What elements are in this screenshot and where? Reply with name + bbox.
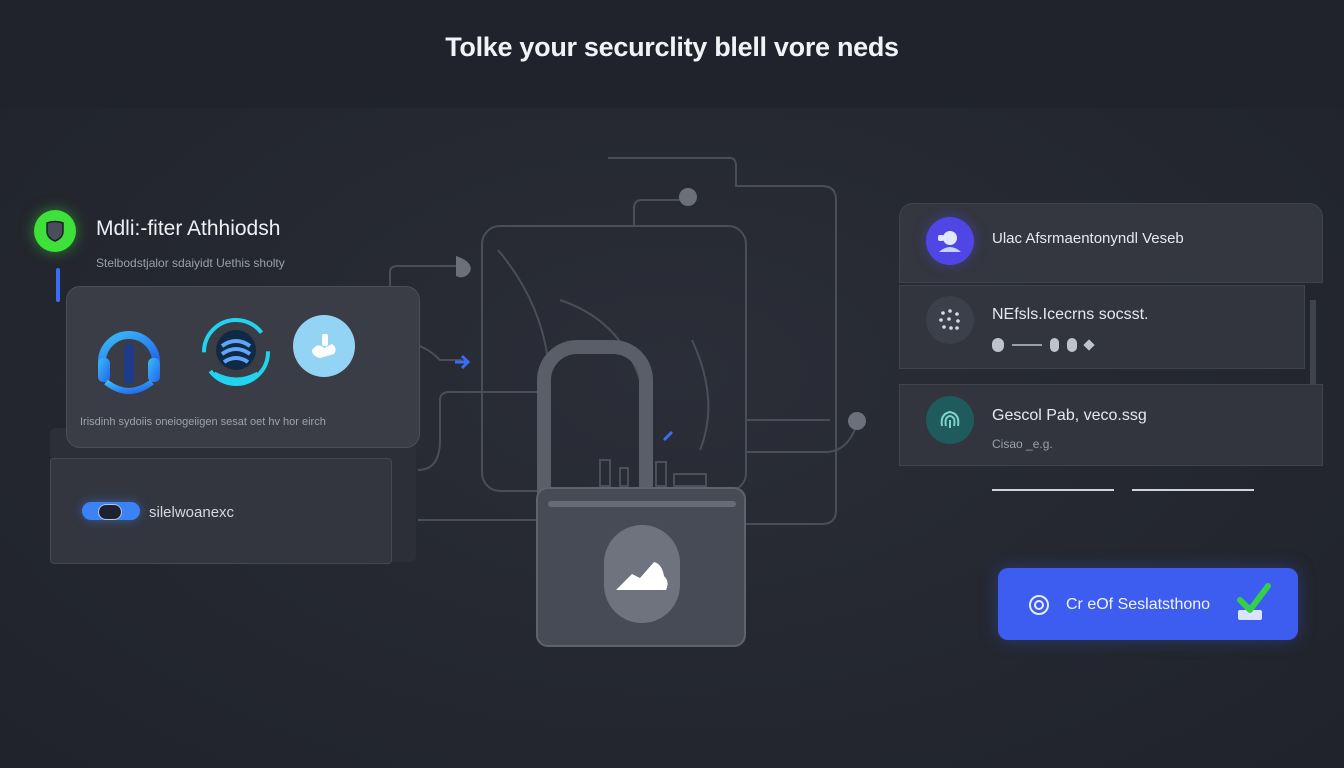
page-title: Tolke your securclity blell vore neds [445, 32, 899, 62]
shield-logo-icon [34, 210, 76, 252]
checkmark-icon [1236, 582, 1272, 627]
divider-right [1132, 489, 1254, 491]
padlock-shackle [537, 340, 653, 520]
fingerprint-icon [926, 396, 974, 444]
target-icon [1028, 594, 1050, 621]
confirm-button-label: Cr eOf Seslatsthono [1066, 596, 1211, 613]
feature-label: NEfsls.Icecrns socsst. [992, 306, 1149, 323]
feature-row-fingerprint[interactable]: Gescol Pab, veco.ssg Cisao _e.g. [899, 384, 1323, 466]
dot-pattern-icon [926, 296, 974, 344]
headset-icon[interactable] [92, 322, 166, 396]
divider-left [992, 489, 1114, 491]
methods-caption: Irisdinh sydoiis oneiogeiigen sesat oet … [80, 416, 326, 428]
toggle-label: silelwoanexc [149, 504, 235, 521]
feature-sublabel: Cisao _e.g. [992, 437, 1053, 451]
progress-indicator [992, 338, 1095, 352]
cloud-badge-icon [604, 525, 680, 623]
mfa-subtitle: Stelbodstjalor sdaiyidt Uethis sholty [96, 256, 285, 270]
feature-row-pattern[interactable]: NEfsls.Icecrns socsst. [899, 285, 1305, 369]
confirm-button[interactable]: Cr eOf Seslatsthono [998, 568, 1298, 640]
feature-row-face[interactable]: Ulac Afsrmaentonyndl Veseb [899, 203, 1323, 283]
biometric-toggle[interactable] [82, 502, 140, 520]
mfa-title: Mdli:-fiter Athhiodsh [96, 217, 281, 240]
padlock-icon [536, 487, 746, 647]
toggle-knob [98, 504, 122, 520]
hand-key-icon[interactable] [293, 315, 355, 377]
feature-label: Ulac Afsrmaentonyndl Veseb [992, 230, 1184, 247]
fingerprint-method-icon[interactable] [200, 316, 272, 388]
header-bar [0, 0, 1344, 108]
face-scan-icon [926, 217, 974, 265]
feature-label: Gescol Pab, veco.ssg [992, 407, 1147, 424]
